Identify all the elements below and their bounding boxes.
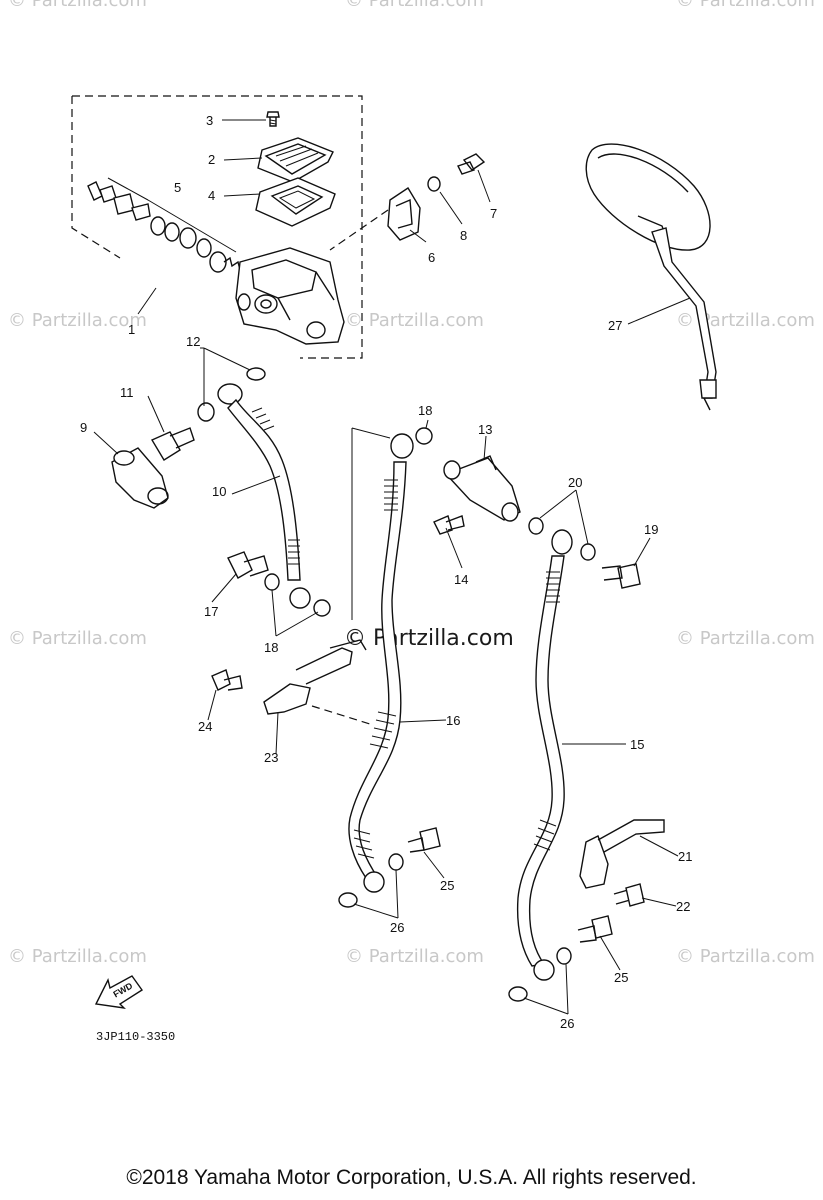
screw-3-drawing — [266, 111, 280, 127]
piston-kit-5-drawing — [87, 177, 255, 276]
part-label-11: 11 — [120, 385, 134, 400]
watermark: © Partzilla.com — [8, 310, 147, 331]
watermark: © Partzilla.com — [676, 946, 815, 967]
bracket-21-drawing — [579, 819, 665, 889]
part-label-20: 20 — [568, 475, 582, 490]
part-label-26: 26 — [560, 1016, 574, 1031]
watermark: © Partzilla.com — [676, 628, 815, 649]
watermark: © Partzilla.com — [676, 0, 815, 11]
hose-10-drawing — [217, 383, 311, 609]
part-label-27: 27 — [608, 318, 622, 333]
clamp-dashed-line — [329, 209, 389, 251]
part-label-18: 18 — [264, 640, 278, 655]
bolt-7-drawing — [457, 153, 486, 175]
washer-26-drawing — [508, 986, 528, 1002]
part-label-8: 8 — [460, 228, 467, 243]
bolt-19-drawing — [601, 563, 641, 589]
fwd-arrow-icon: FWD — [94, 975, 143, 1009]
diaphragm-4-drawing — [255, 177, 336, 227]
part-label-13: 13 — [478, 422, 492, 437]
mirror-27-drawing — [585, 143, 717, 411]
part-label-15: 15 — [630, 737, 644, 752]
washer-18-drawing — [415, 427, 433, 445]
clamp-23-drawing — [263, 639, 367, 715]
washer-12a-drawing — [246, 367, 266, 381]
master-cylinder-body-drawing — [235, 247, 345, 345]
part-label-7: 7 — [490, 206, 497, 221]
assembly-dashed-box — [71, 95, 363, 359]
washer-8-drawing — [427, 176, 441, 192]
part-label-24: 24 — [198, 719, 212, 734]
part-label-9: 9 — [80, 420, 87, 435]
part-label-22: 22 — [676, 899, 690, 914]
part-label-25: 25 — [440, 878, 454, 893]
washer-26-drawing — [388, 853, 404, 871]
hose-15-drawing — [516, 529, 573, 981]
watermark: © Partzilla.com — [345, 946, 484, 967]
part-label-19: 19 — [644, 522, 658, 537]
part-label-12: 12 — [186, 334, 200, 349]
part-label-16: 16 — [446, 713, 460, 728]
clamp-dashed-line — [311, 705, 371, 725]
part-label-18: 18 — [418, 403, 432, 418]
leader-lines — [93, 119, 691, 1015]
clamp-6-drawing — [387, 187, 421, 241]
part-labels: 3 2 4 5 1 6 8 7 12 11 9 10 17 18 24 23 1… — [80, 113, 692, 1031]
watermark: © Partzilla.com — [8, 946, 147, 967]
bolt-24-drawing — [211, 669, 243, 691]
bolt-25-drawing — [407, 827, 441, 853]
watermark: © Partzilla.com — [8, 628, 147, 649]
reservoir-cap-2-drawing — [257, 137, 334, 183]
part-label-6: 6 — [428, 250, 435, 265]
part-label-3: 3 — [206, 113, 213, 128]
part-label-21: 21 — [678, 849, 692, 864]
washer-12b-drawing — [197, 402, 215, 422]
watermarks: © Partzilla.com © Partzilla.com © Partzi… — [8, 0, 815, 967]
bolt-17-drawing — [227, 551, 269, 579]
watermark: © Partzilla.com — [676, 310, 815, 331]
part-label-26: 26 — [390, 920, 404, 935]
watermark: © Partzilla.com — [8, 0, 147, 11]
bolt-25-drawing — [577, 915, 613, 943]
washer-26-drawing — [556, 947, 572, 965]
washer-20-drawing — [528, 517, 544, 535]
washer-18-drawing — [313, 599, 331, 617]
washer-20-drawing — [580, 543, 596, 561]
bolt-11-drawing — [150, 427, 195, 461]
joint-13-drawing — [443, 455, 521, 522]
watermark: © Partzilla.com — [345, 0, 484, 11]
part-label-25: 25 — [614, 970, 628, 985]
copyright-notice: ©2018 Yamaha Motor Corporation, U.S.A. A… — [126, 1166, 697, 1189]
hose-16-drawing — [348, 433, 414, 893]
part-label-4: 4 — [208, 188, 215, 203]
watermark-center: © Partzilla.com — [344, 626, 514, 651]
watermark: © Partzilla.com — [345, 310, 484, 331]
part-label-1: 1 — [128, 322, 135, 337]
part-label-17: 17 — [204, 604, 218, 619]
bolt-14-drawing — [433, 515, 465, 535]
cap-9-drawing — [111, 447, 169, 509]
part-label-10: 10 — [212, 484, 226, 499]
part-label-2: 2 — [208, 152, 215, 167]
part-label-23: 23 — [264, 750, 278, 765]
bolt-22-drawing — [613, 883, 645, 907]
part-label-14: 14 — [454, 572, 468, 587]
diagram-code: 3JP110-3350 — [96, 1030, 175, 1044]
washer-26-drawing — [338, 892, 358, 908]
part-label-5: 5 — [174, 180, 181, 195]
washer-18-drawing — [264, 573, 280, 591]
